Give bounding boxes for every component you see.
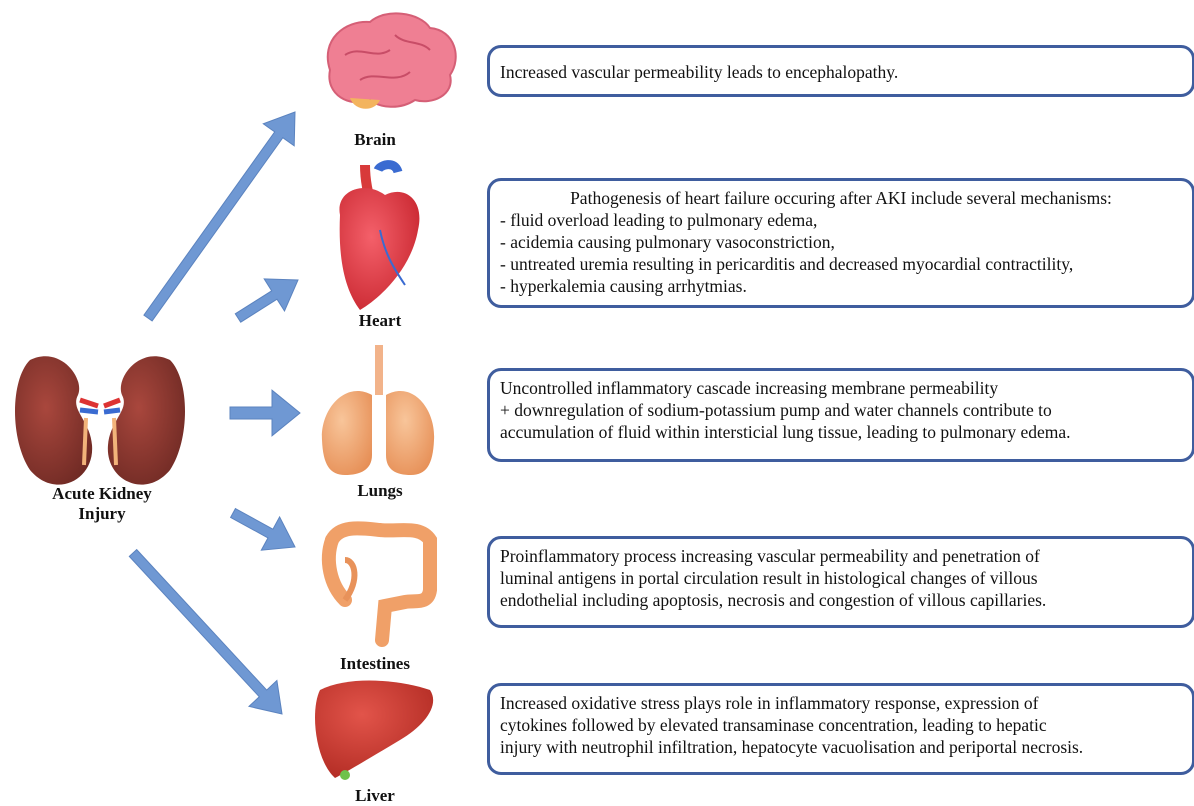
intestines-description-line: endothelial including apoptosis, necrosi… (500, 589, 1182, 611)
heart-description-box: Pathogenesis of heart failure occuring a… (487, 178, 1194, 308)
lungs-icon (322, 345, 434, 475)
source-label-line1: Acute Kidney (32, 484, 172, 504)
arrow-to-liver (129, 550, 282, 714)
liver-icon (315, 681, 433, 780)
organ-label-brain: Brain (305, 130, 445, 150)
intestines-icon (329, 528, 430, 640)
brain-description-line: Increased vascular permeability leads to… (500, 61, 1182, 83)
lungs-description-line: Uncontrolled inflammatory cascade increa… (500, 377, 1182, 399)
arrow-to-lungs (230, 390, 300, 436)
heart-icon (339, 165, 419, 310)
intestines-description-line: Proinflammatory process increasing vascu… (500, 545, 1182, 567)
lungs-description-line: accumulation of fluid within intersticia… (500, 421, 1182, 443)
organ-label-lungs: Lungs (310, 481, 450, 501)
lungs-description-box: Uncontrolled inflammatory cascade increa… (487, 368, 1194, 462)
arrow-to-heart (235, 279, 298, 322)
liver-description-box: Increased oxidative stress plays role in… (487, 683, 1194, 775)
heart-description-line: - hyperkalemia causing arrhytmias. (500, 275, 1182, 297)
intestines-description-box: Proinflammatory process increasing vascu… (487, 536, 1194, 628)
lungs-description-line: + downregulation of sodium-potassium pum… (500, 399, 1182, 421)
brain-icon (328, 13, 456, 108)
intestines-description-line: luminal antigens in portal circulation r… (500, 567, 1182, 589)
heart-description-line: - fluid overload leading to pulmonary ed… (500, 209, 1182, 231)
brain-description-box: Increased vascular permeability leads to… (487, 45, 1194, 97)
arrow-to-intestines (231, 509, 295, 551)
heart-description-line: - untreated uremia resulting in pericard… (500, 253, 1182, 275)
heart-description-line: - acidemia causing pulmonary vasoconstri… (500, 231, 1182, 253)
liver-description-line: injury with neutrophil infiltration, hep… (500, 736, 1182, 758)
heart-description-line: Pathogenesis of heart failure occuring a… (500, 187, 1182, 209)
source-label-line2: Injury (32, 504, 172, 524)
organ-label-heart: Heart (310, 311, 450, 331)
liver-description-line: cytokines followed by elevated transamin… (500, 714, 1182, 736)
source-label: Acute Kidney Injury (32, 484, 172, 524)
organ-label-liver: Liver (305, 786, 445, 806)
organ-label-intestines: Intestines (305, 654, 445, 674)
kidneys-icon (15, 356, 185, 484)
liver-description-line: Increased oxidative stress plays role in… (500, 692, 1182, 714)
